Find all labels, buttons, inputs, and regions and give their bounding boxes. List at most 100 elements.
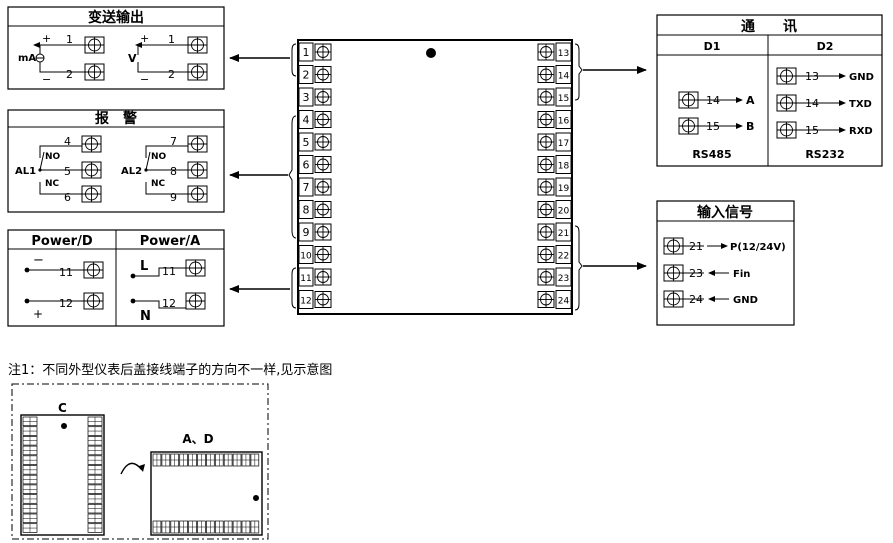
v-terminal-1: 1 [168,33,175,46]
device-terminal-label: 10 [300,252,312,262]
device-terminal-label: 5 [303,136,310,149]
v-label: V [128,52,137,65]
mini-terminal [197,453,206,467]
mini-terminal [161,453,171,467]
d1-signal-a: A [746,94,755,107]
device-terminal-18: 18 [537,155,572,174]
transmit-output-title: 变送输出 [88,9,144,26]
mini-terminal [170,453,180,467]
mini-terminal [170,520,180,534]
v-minus: − [140,73,149,86]
mini-terminal [197,520,206,534]
device-terminal-4: 4 [298,110,332,129]
alarm-title: 报 警 [95,110,137,127]
device-terminal-1: 1 [298,42,332,62]
input-terminal-24: 24 [689,293,703,306]
d2-terminal-14: 14 [805,97,819,110]
d2-terminal-15: 15 [805,124,819,137]
device-terminal-22: 22 [537,245,572,264]
d2-signal-rxd: RXD [849,126,873,137]
mini-terminal [206,520,215,534]
mini-terminal [22,445,38,456]
mini-terminal [22,474,38,485]
ad-orientation-dot [253,495,259,501]
device-terminal-label: 9 [303,226,310,239]
mini-terminal [22,523,38,533]
mini-terminal [87,465,103,475]
device-terminal-5: 5 [298,132,332,152]
al1-label: AL1 [15,166,36,177]
mini-terminal [214,453,224,467]
mini-terminal [87,503,103,514]
al1-nc-label: NC [45,179,60,189]
mini-terminal [241,520,251,534]
al1-relay-switch-icon [39,151,45,171]
device-terminal-label: 21 [558,229,569,239]
mini-terminal [22,455,38,465]
d1-terminal-15: 15 [706,120,720,133]
right-connectors [574,43,647,311]
power-d-minus: − [33,253,44,268]
device-terminal-2: 2 [298,65,332,84]
device-terminal-label: 4 [303,114,310,127]
device-terminal-6: 6 [298,155,332,174]
mini-terminal [214,520,224,534]
input-signal-p: P(12/24V) [730,242,786,253]
mini-terminal [87,494,103,504]
mini-terminal [188,520,197,534]
rs485-label: RS485 [692,148,731,161]
mini-terminal [250,453,260,467]
input-signal-title: 输入信号 [697,204,753,221]
mini-terminal [87,455,103,465]
mini-terminal [223,453,233,467]
power-a-terminal-11: 11 [162,265,176,278]
device-terminal-label: 19 [558,184,570,194]
power-a-l-label: L [140,259,148,274]
mini-terminal [188,453,197,467]
mini-terminal [22,484,38,494]
device-terminal-11: 11 [298,267,332,287]
ma-terminal-2: 2 [66,68,73,81]
mini-terminal [223,520,233,534]
al1-no-label: NO [45,152,61,162]
mini-terminal [87,523,103,533]
alarm-box: 报 警 AL1 NO NC 4 5 6 AL2 NO NC 7 8 9 [7,109,225,213]
d2-signal-txd: TXD [849,99,872,110]
input-terminal-23: 23 [689,267,703,280]
device-terminal-label: 23 [558,274,569,284]
mini-terminal [87,426,103,436]
power-d-terminal-12: 12 [59,297,73,310]
device-terminal-label: 24 [558,297,570,307]
al2-nc-label: NC [151,179,166,189]
ad-variant-label: A、D [182,432,213,446]
power-d-plus: + [33,307,43,321]
mini-terminal [87,474,103,485]
ma-minus: − [42,73,51,86]
al2-terminal-9: 9 [170,191,177,204]
device-terminal-label: 18 [558,162,570,172]
power-d-header: Power/D [31,234,92,249]
mini-terminal [179,520,188,534]
device-terminal-7: 7 [298,177,332,197]
power-a-header: Power/A [140,234,201,249]
device-terminal-label: 22 [558,252,569,262]
power-d-terminal-11: 11 [59,266,73,279]
power-a-terminal-12: 12 [162,297,176,310]
al1-terminal-6: 6 [64,191,71,204]
device-terminal-9: 9 [298,222,332,242]
device-terminal-3: 3 [298,87,332,107]
d1-signal-b: B [746,120,754,133]
ad-bottom-strip [152,520,260,534]
device-terminal-label: 6 [303,159,310,172]
mini-terminal [152,520,162,534]
mini-terminal [152,453,162,467]
rs232-label: RS232 [805,148,844,161]
device-terminal-13: 13 [537,42,572,62]
v-plus: + [140,32,149,45]
device-terminal-label: 2 [303,69,310,82]
input-signal-box: 输入信号 21 23 24 P(12/24V) Fin GND [656,200,795,326]
input-signal-fin: Fin [733,269,750,280]
c-right-strip [87,416,103,533]
